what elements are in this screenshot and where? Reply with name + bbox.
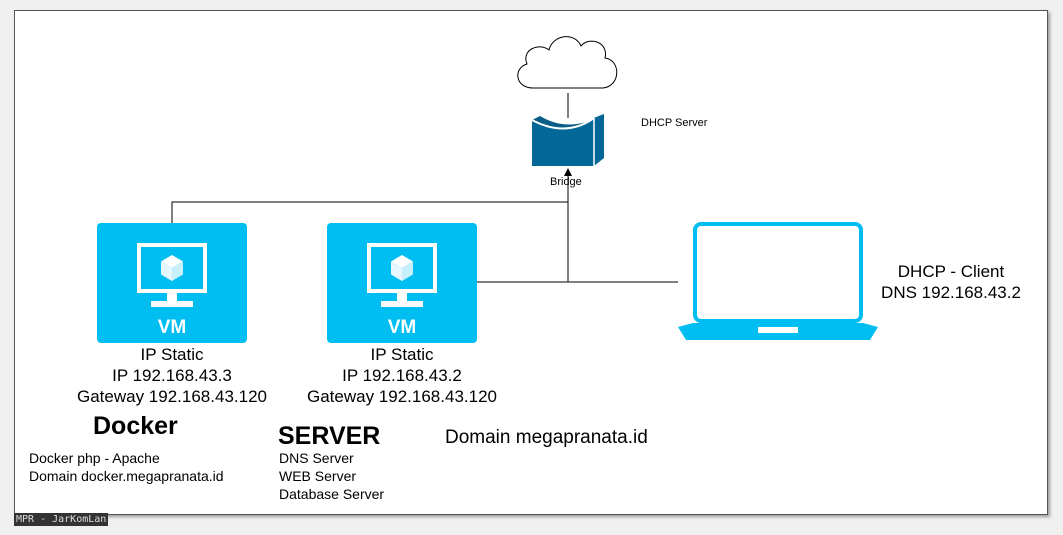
docker-details: Docker php - Apache Domain docker.megapr… bbox=[29, 449, 224, 485]
vm-badge: VM bbox=[157, 317, 187, 338]
client-info: DHCP - Client DNS 192.168.43.2 bbox=[861, 261, 1041, 303]
ip-mode: IP Static bbox=[140, 345, 204, 364]
connection-lines bbox=[171, 93, 678, 283]
docker-detail-domain: Domain docker.megapranata.id bbox=[29, 468, 224, 484]
gateway: Gateway 192.168.43.120 bbox=[77, 387, 267, 406]
ip-address: IP 192.168.43.2 bbox=[342, 366, 462, 385]
monitor-icon bbox=[367, 243, 437, 307]
bridge-icon bbox=[531, 114, 604, 166]
wire-vm1-bridge bbox=[171, 201, 568, 223]
ip-address: IP 192.168.43.3 bbox=[112, 366, 232, 385]
vm-badge: VM bbox=[387, 317, 417, 338]
vm-docker-node: VM bbox=[97, 223, 247, 343]
gateway: Gateway 192.168.43.120 bbox=[307, 387, 497, 406]
server-detail-web: WEB Server bbox=[279, 468, 357, 484]
server-details: DNS Server WEB Server Database Server bbox=[279, 449, 384, 503]
domain-label: Domain megapranata.id bbox=[445, 427, 648, 448]
laptop-icon bbox=[678, 222, 878, 340]
footer-label: MPR - JarKomLan bbox=[14, 513, 109, 526]
dhcp-server-label: DHCP Server bbox=[641, 117, 708, 129]
diagram-canvas: Bridge DHCP Server VM IP Static IP 192.1… bbox=[14, 10, 1048, 515]
bridge-label: Bridge bbox=[550, 176, 582, 188]
client-mode: DHCP - Client bbox=[897, 262, 1005, 281]
monitor-icon bbox=[137, 243, 207, 307]
docker-detail-service: Docker php - Apache bbox=[29, 450, 160, 466]
wire-arrowhead bbox=[564, 168, 572, 176]
server-detail-dns: DNS Server bbox=[279, 450, 354, 466]
vm-server-ip-info: IP Static IP 192.168.43.2 Gateway 192.16… bbox=[298, 344, 506, 407]
client-dns: DNS 192.168.43.2 bbox=[881, 283, 1021, 302]
vm-server-node: VM bbox=[327, 223, 477, 343]
server-title: SERVER bbox=[278, 422, 381, 450]
docker-title: Docker bbox=[93, 412, 178, 440]
server-detail-db: Database Server bbox=[279, 486, 385, 502]
vm-docker-ip-info: IP Static IP 192.168.43.3 Gateway 192.16… bbox=[68, 344, 276, 407]
cloud-icon bbox=[517, 36, 618, 89]
ip-mode: IP Static bbox=[370, 345, 434, 364]
